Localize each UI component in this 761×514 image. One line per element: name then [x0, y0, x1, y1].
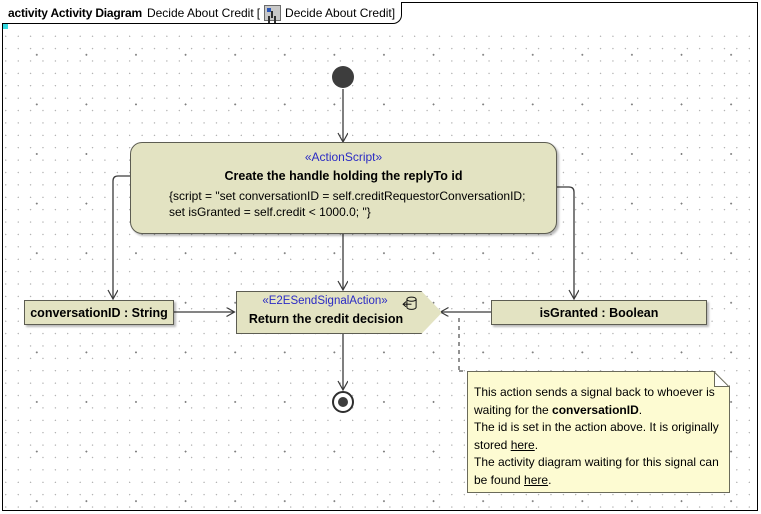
note-line-6b: . [548, 472, 552, 487]
note-line-2b: . [638, 402, 643, 417]
initial-node[interactable] [332, 66, 354, 88]
activity-diagram-icon [264, 4, 282, 21]
action-stereotype: «ActionScript» [304, 150, 383, 164]
action-node-create-handle[interactable]: «ActionScript» Create the handle holding… [130, 142, 557, 234]
diagram-keyword: activity Activity Diagram [8, 5, 142, 20]
object-node-label: isGranted : Boolean [539, 305, 659, 320]
action-script-line-1: {script = "set conversationID = self.cre… [169, 189, 526, 203]
diagram-name: Decide About Credit [146, 5, 254, 20]
object-node-conversation-id[interactable]: conversationID : String [24, 300, 174, 325]
diagram-header-tab[interactable]: activity Activity Diagram Decide About C… [2, 2, 403, 24]
action-script-line-2: set isGranted = self.credit < 1000.0; "} [169, 205, 371, 219]
note-link-found-here[interactable]: here [524, 472, 549, 487]
action-name: Create the handle holding the replyTo id [224, 169, 463, 183]
activity-final-node[interactable] [332, 391, 354, 413]
note-text: This action sends a signal back to whoev… [474, 384, 723, 489]
note-emphasis-conversation-id: conversationID [552, 402, 639, 417]
send-signal-action-node[interactable]: «E2ESendSignalAction» Return the credit … [236, 291, 442, 334]
note-line-6a: be found [474, 472, 525, 487]
note-line-2a: waiting for the [474, 402, 553, 417]
note-line-4b: . [534, 437, 539, 452]
send-signal-stereotype: «E2ESendSignalAction» [262, 295, 388, 307]
note-comment[interactable]: This action sends a signal back to whoev… [467, 371, 730, 493]
note-line-5: The activity diagram waiting for this si… [474, 455, 719, 469]
object-node-label: conversationID : String [30, 305, 168, 320]
note-line-4a: stored [474, 437, 511, 452]
note-link-stored-here[interactable]: here [510, 437, 535, 452]
bracket-open: [ [256, 5, 261, 20]
send-signal-name: Return the credit decision [248, 312, 404, 326]
send-signal-icon [402, 296, 417, 310]
bracket-close: ] [391, 5, 396, 20]
note-line-3: The id is set in the action above. It is… [474, 420, 719, 434]
note-line-1: This action sends a signal back to whoev… [474, 385, 715, 399]
object-node-is-granted[interactable]: isGranted : Boolean [491, 300, 707, 325]
diagram-qualified-name: Decide About Credit [285, 5, 392, 20]
